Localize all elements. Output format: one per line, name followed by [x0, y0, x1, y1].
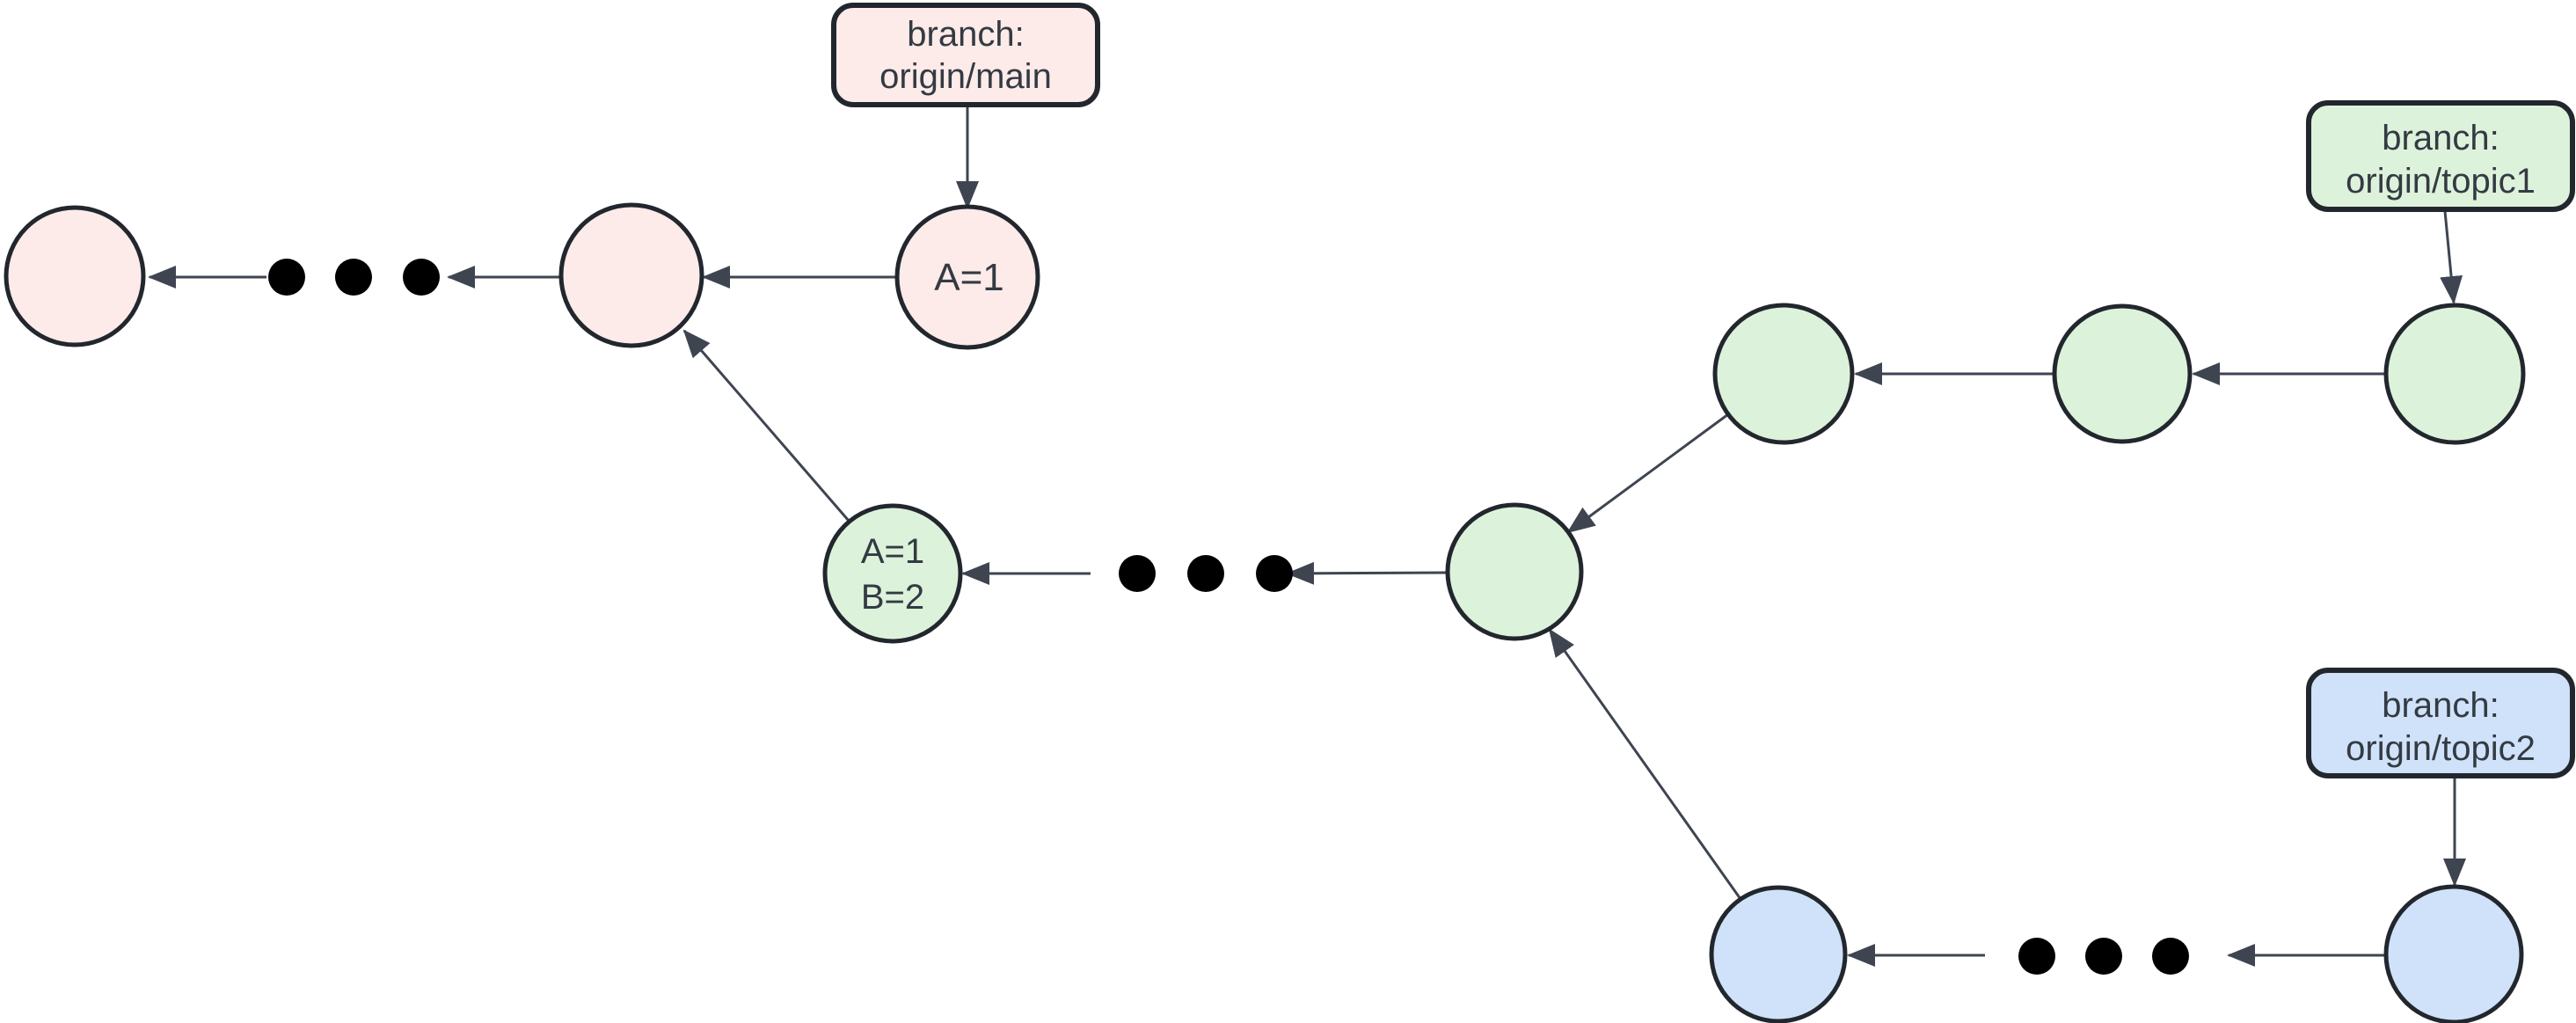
edge-topic1-first-to-junction [1566, 413, 1729, 534]
commit-main-oldest [4, 205, 146, 347]
branch-main-label-line2: origin/main [879, 57, 1052, 96]
edge-merge-base-to-main-parent [682, 329, 850, 522]
edge-junction-to-ellipsis [1286, 561, 1449, 585]
commit-nodes: A=1 A=1 B=2 [4, 202, 2526, 1023]
ellipsis-middle [1119, 555, 1293, 592]
ellipsis-dot [2152, 938, 2189, 975]
commit-main-head-label: A=1 [934, 256, 1004, 299]
ellipsis-dot [2018, 938, 2055, 975]
commit-topic1-first [1712, 303, 1855, 445]
edges [148, 107, 2466, 967]
commit-topic1-mid [2052, 303, 2193, 444]
commit-junction [1445, 502, 1584, 641]
commit-merge-base-label-line1: A=1 [861, 532, 924, 571]
branch-main-label-line1: branch: [907, 15, 1024, 54]
branch-labels: branch: origin/main branch: origin/topic… [831, 3, 2575, 778]
ellipsis-dot [1256, 555, 1293, 592]
ellipsis-dot [1187, 555, 1224, 592]
commit-topic1-head [2383, 303, 2526, 445]
ellipsis-topic2 [2018, 938, 2189, 975]
branch-topic2-label-line2: origin/topic2 [2346, 729, 2536, 768]
ellipsis-dot [1119, 555, 1156, 592]
ellipsis-dot [335, 259, 372, 296]
branch-topic1-label-line1: branch: [2382, 119, 2499, 157]
ellipsis-dot [268, 259, 305, 296]
commit-topic2-first [1709, 885, 1848, 1023]
commit-main-parent [558, 202, 704, 348]
branch-topic2-label-box [2306, 668, 2575, 778]
branch-topic1-label-line2: origin/topic1 [2346, 162, 2536, 201]
ellipsis-dot [2085, 938, 2122, 975]
commit-main-head [894, 204, 1040, 350]
branch-topic2-label-line1: branch: [2382, 686, 2499, 725]
branch-main-label-box [831, 3, 1100, 107]
edge-topic1-label-to-head [2440, 210, 2463, 304]
branch-topic1-label-box [2306, 100, 2575, 212]
ellipsis-main [268, 259, 440, 296]
edge-topic2-first-to-junction [1548, 628, 1742, 900]
commit-merge-base-label-line2: B=2 [861, 578, 924, 617]
commit-topic2-head [2383, 884, 2524, 1023]
commit-merge-base [822, 503, 963, 644]
ellipsis-dot [403, 259, 440, 296]
